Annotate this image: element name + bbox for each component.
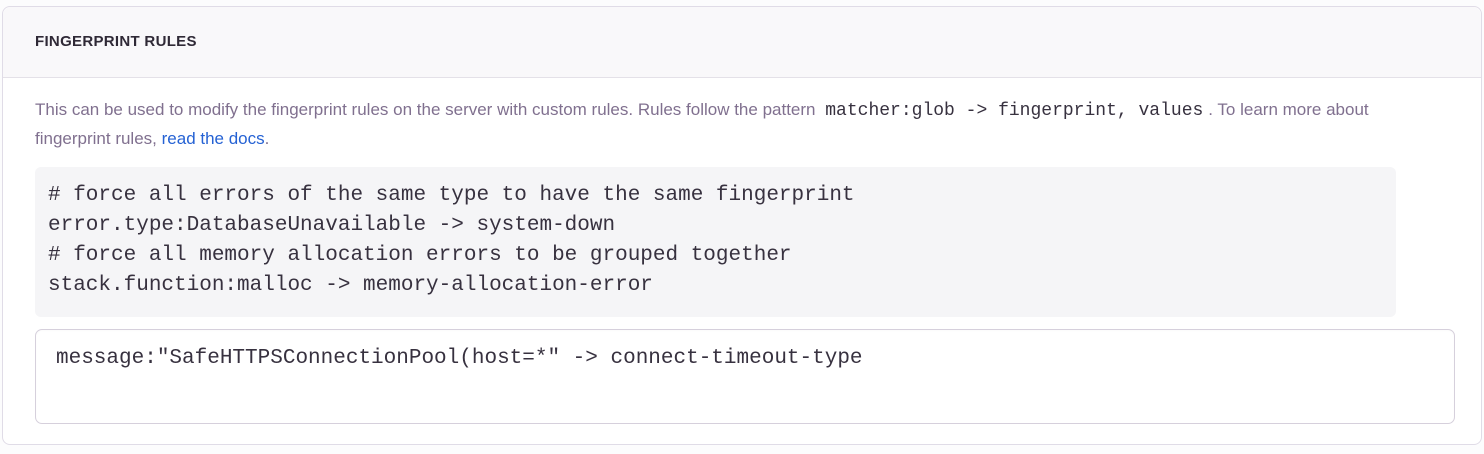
description-before-code: This can be used to modify the fingerpri… [35, 100, 816, 119]
panel-body: This can be used to modify the fingerpri… [3, 78, 1481, 448]
read-the-docs-link[interactable]: read the docs [161, 129, 265, 148]
fingerprint-rules-panel: FINGERPRINT RULES This can be used to mo… [2, 6, 1482, 445]
fingerprint-rules-input[interactable]: message:"SafeHTTPSConnectionPool(host=*"… [35, 329, 1455, 424]
panel-header: FINGERPRINT RULES [3, 7, 1481, 78]
description-text: This can be used to modify the fingerpri… [35, 96, 1380, 153]
pattern-inline-code: matcher:glob -> fingerprint, values [825, 101, 1204, 121]
panel-title: FINGERPRINT RULES [35, 33, 197, 50]
description-after-code: . To learn more about fingerprint rules, [35, 100, 1369, 148]
description-period: . [264, 129, 270, 148]
example-code-block: # force all errors of the same type to h… [35, 167, 1396, 317]
